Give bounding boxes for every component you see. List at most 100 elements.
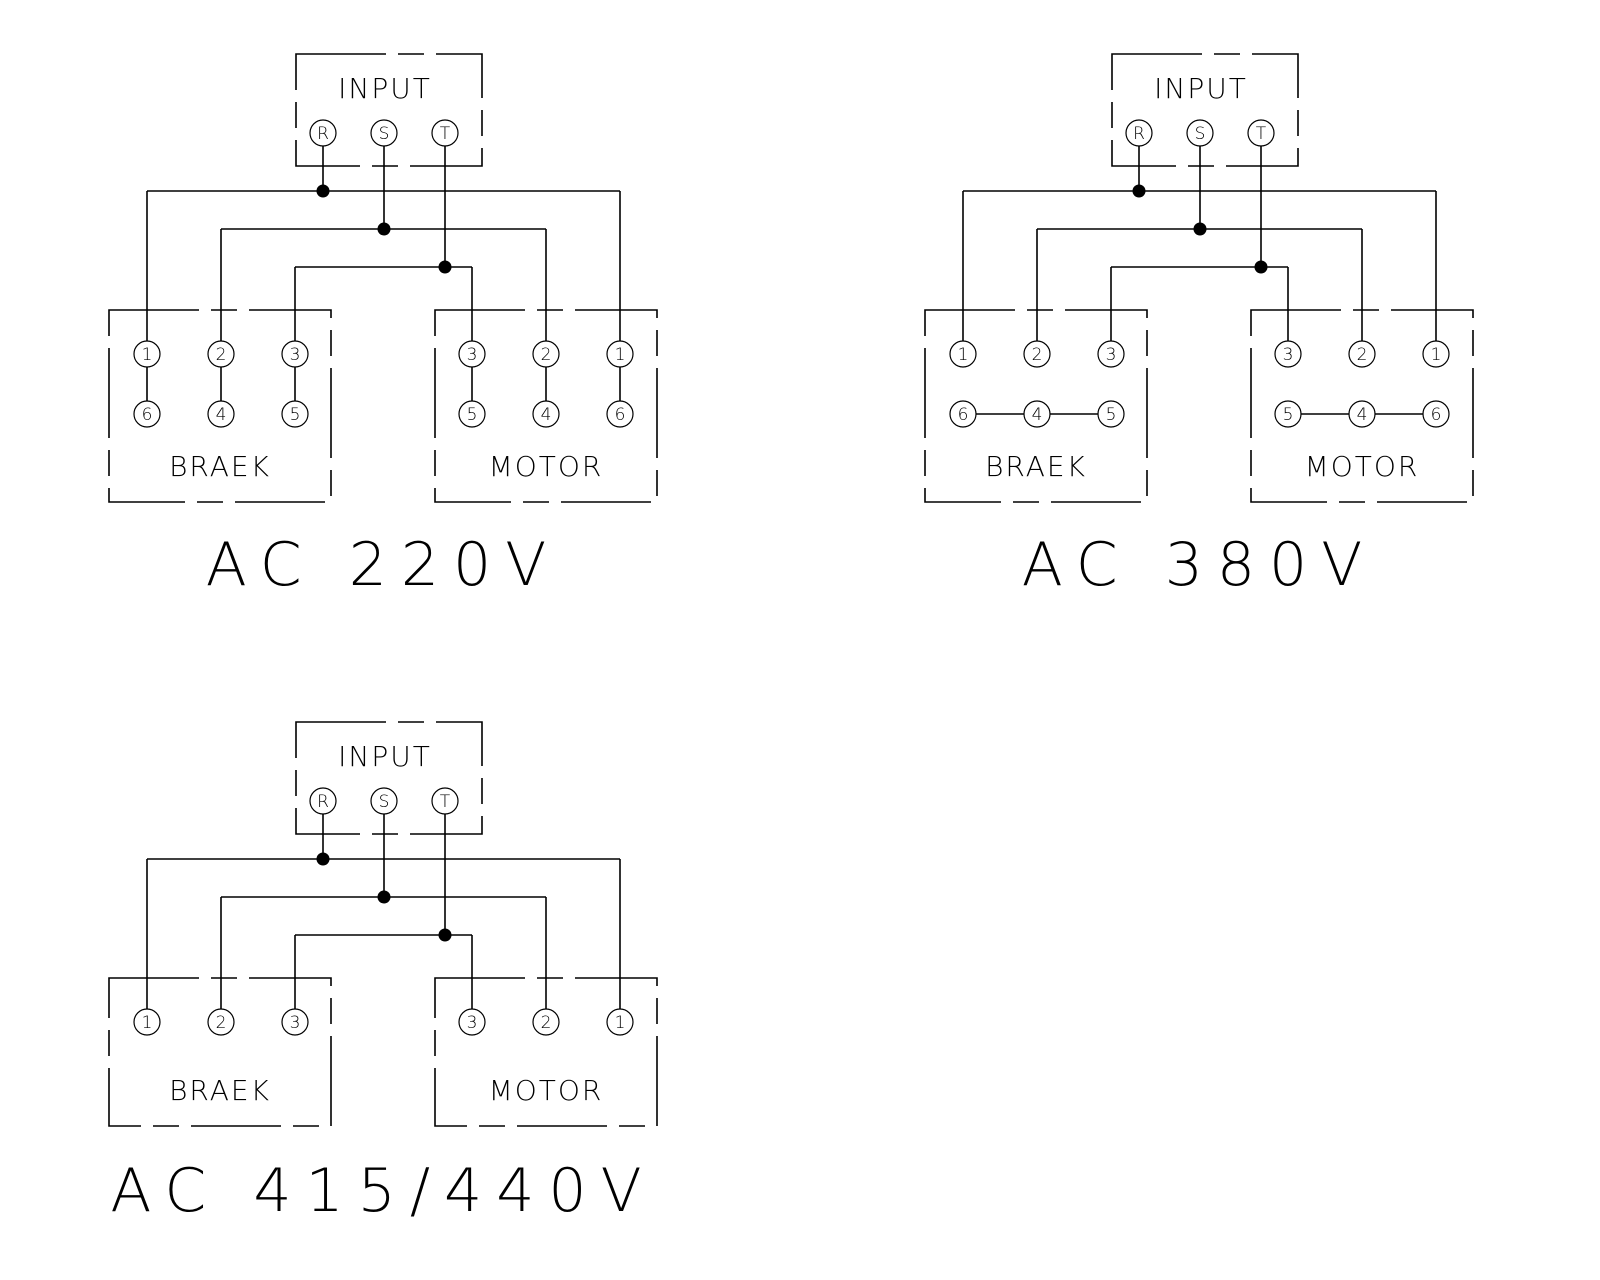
terminal-circle <box>1348 340 1376 368</box>
junction-dot <box>1132 184 1146 198</box>
terminal-label: 1 <box>1431 345 1442 365</box>
brake-terminal-3: 3 <box>1097 340 1125 368</box>
terminal-label: R <box>317 792 329 812</box>
brake-terminal-2: 2 <box>1023 340 1051 368</box>
terminal-label: 5 <box>467 405 478 425</box>
motor-terminal-4: 4 <box>1348 400 1376 428</box>
junction-dot <box>438 928 452 942</box>
terminal-label: 2 <box>1357 345 1368 365</box>
terminal-circle <box>133 400 161 428</box>
terminal-label: 5 <box>1283 405 1294 425</box>
motor-box-outline <box>434 309 658 503</box>
motor-box-outline <box>1250 309 1474 503</box>
junction-dot <box>377 890 391 904</box>
terminal-circle <box>1023 340 1051 368</box>
motor-box-outline <box>434 977 658 1127</box>
terminal-circle <box>309 787 337 815</box>
junction-dot <box>1193 222 1207 236</box>
terminal-circle <box>532 1008 560 1036</box>
input-label: INPUT <box>1154 72 1248 105</box>
brake-terminal-4: 4 <box>207 400 235 428</box>
terminal-label: 2 <box>1032 345 1043 365</box>
junction-dot <box>316 852 330 866</box>
brake-box-outline <box>924 309 1148 503</box>
motor-terminal-2: 2 <box>532 340 560 368</box>
terminal-circle <box>1023 400 1051 428</box>
terminal-label: 6 <box>958 405 969 425</box>
input-terminal-S: S <box>1186 119 1214 147</box>
input-label: INPUT <box>338 72 432 105</box>
terminal-label: T <box>1256 124 1267 144</box>
terminal-label: 1 <box>615 345 626 365</box>
terminal-circle <box>431 787 459 815</box>
terminal-circle <box>1348 400 1376 428</box>
brake-label: BRAEK <box>169 450 271 483</box>
junction-dot <box>377 222 391 236</box>
terminal-circle <box>281 400 309 428</box>
motor-terminal-5: 5 <box>1274 400 1302 428</box>
motor-terminal-2: 2 <box>532 1008 560 1036</box>
terminal-label: 4 <box>1032 405 1043 425</box>
brake-terminal-1: 1 <box>133 340 161 368</box>
brake-terminal-5: 5 <box>1097 400 1125 428</box>
brake-terminal-5: 5 <box>281 400 309 428</box>
motor-box: MOTOR 3 2 1 5 4 6 <box>1250 309 1474 503</box>
voltage-title: AC 220V <box>206 530 561 600</box>
input-terminal-T: T <box>1247 119 1275 147</box>
motor-terminal-3: 3 <box>458 340 486 368</box>
terminal-circle <box>133 1008 161 1036</box>
voltage-title: AC 415/440V <box>110 1156 655 1226</box>
input-box: INPUT <box>1111 53 1299 167</box>
terminal-label: S <box>379 792 390 812</box>
terminal-circle <box>281 1008 309 1036</box>
motor-terminal-4: 4 <box>532 400 560 428</box>
terminal-circle <box>1247 119 1275 147</box>
terminal-circle <box>1097 400 1125 428</box>
terminal-circle <box>309 119 337 147</box>
brake-label: BRAEK <box>985 450 1087 483</box>
junction-dot <box>316 184 330 198</box>
brake-terminal-3: 3 <box>281 1008 309 1036</box>
brake-box-outline <box>108 309 332 503</box>
motor-label: MOTOR <box>489 1074 604 1107</box>
terminal-label: 1 <box>142 345 153 365</box>
terminal-label: 3 <box>1283 345 1294 365</box>
input-terminal-T: T <box>431 787 459 815</box>
terminal-label: 1 <box>142 1013 153 1033</box>
input-box: INPUT <box>295 721 483 835</box>
input-terminal-S: S <box>370 119 398 147</box>
terminal-circle <box>207 400 235 428</box>
terminal-circle <box>1097 340 1125 368</box>
junction-dot <box>438 260 452 274</box>
terminal-circle <box>532 400 560 428</box>
terminal-label: 3 <box>290 345 301 365</box>
terminal-circle <box>431 119 459 147</box>
input-terminal-R: R <box>1125 119 1153 147</box>
motor-terminal-5: 5 <box>458 400 486 428</box>
motor-terminal-1: 1 <box>1422 340 1450 368</box>
motor-label: MOTOR <box>489 450 604 483</box>
terminal-label: 2 <box>541 1013 552 1033</box>
terminal-label: 5 <box>1106 405 1117 425</box>
brake-terminal-1: 1 <box>133 1008 161 1036</box>
brake-terminal-6: 6 <box>133 400 161 428</box>
terminal-label: 1 <box>615 1013 626 1033</box>
terminal-circle <box>606 1008 634 1036</box>
motor-terminal-2: 2 <box>1348 340 1376 368</box>
terminal-label: 5 <box>290 405 301 425</box>
motor-terminal-6: 6 <box>1422 400 1450 428</box>
motor-label: MOTOR <box>1305 450 1420 483</box>
terminal-label: R <box>317 124 329 144</box>
motor-terminal-3: 3 <box>1274 340 1302 368</box>
input-box-outline <box>295 721 483 835</box>
brake-terminal-3: 3 <box>281 340 309 368</box>
terminal-circle <box>949 340 977 368</box>
junction-dot <box>1254 260 1268 274</box>
